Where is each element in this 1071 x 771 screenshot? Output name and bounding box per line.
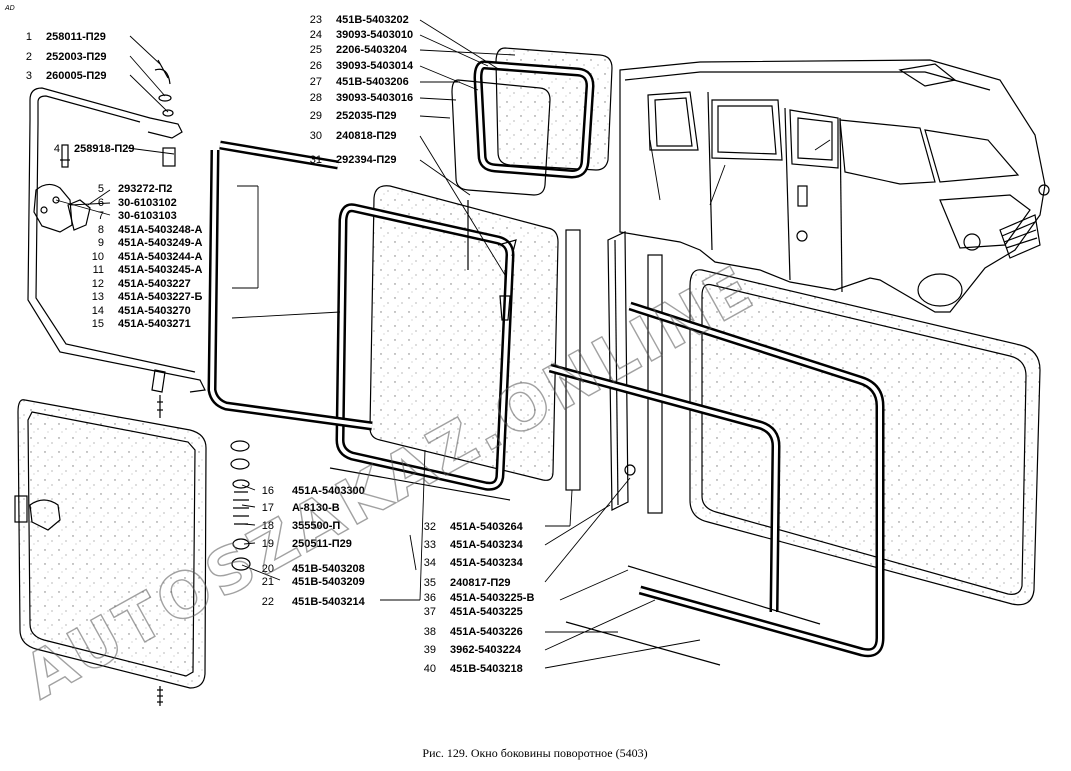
callout-number: 22 [262,596,274,608]
callout-part-code: 451А-5403264 [450,521,524,533]
callout-part-code: 258918-П29 [74,143,135,155]
figure-caption: Рис. 129. Окно боковины поворотное (5403… [422,746,647,760]
callout-number: 14 [92,305,104,317]
callout-number: 12 [92,278,104,290]
callout-number: 38 [424,626,436,638]
callout-part-code: 451А-5403226 [450,626,523,638]
callout-number: 33 [424,539,436,551]
callout-part-code: 252003-П29 [46,51,107,63]
hinge-assembly [27,59,206,393]
callout-number: 7 [98,210,104,222]
right-window-glass [548,269,1041,666]
callout-number: 20 [262,563,274,575]
callout-part-code: А-8130-В [292,502,340,514]
callout-part-code: 451В-5403214 [292,596,366,608]
callout-part-code: 451А-5403234 [450,539,524,551]
callout-number: 18 [262,520,274,532]
callout-part-code: 451А-5403244-А [118,251,202,263]
callout-number: 31 [310,154,322,166]
callout-number: 30 [310,130,322,142]
callout-number: 37 [424,606,436,618]
callout-number: 1 [26,31,32,43]
callouts-bottom: 32 451А-5403264 33 451А-5403234 34 451А-54032… [424,521,535,675]
leader-lines [55,19,701,669]
callout-part-code: 451А-5403245-А [118,264,202,276]
van-illustration [619,59,1050,313]
callout-part-code: 451А-5403271 [118,318,191,330]
callout-part-code: 39093-5403010 [336,29,413,41]
lower-left-window [14,395,251,706]
callout-number: 32 [424,521,436,533]
callout-number: 2 [26,51,32,63]
callout-number: 34 [424,557,436,569]
callout-number: 39 [424,644,436,656]
callout-part-code: 355500-П [292,520,340,532]
callout-number: 3 [26,70,32,82]
callout-number: 13 [92,291,104,303]
callout-number: 9 [98,237,104,249]
callouts-top: 23 451В-5403202 24 39093-5403010 25 2206-5403… [310,14,414,166]
callout-number: 17 [262,502,274,514]
callout-number: 35 [424,577,436,589]
callout-number: 4 [54,143,60,155]
callout-part-code: 451В-5403208 [292,563,365,575]
callout-number: 15 [92,318,104,330]
callout-part-code: 451А-5403227-Б [118,291,202,303]
callout-part-code: 451А-5403234 [450,557,524,569]
callout-part-code: 451В-5403218 [450,663,523,675]
callout-part-code: 39093-5403014 [336,60,414,72]
callout-part-code: 39093-5403016 [336,92,413,104]
callout-number: 25 [310,44,322,56]
callout-part-code: 240818-П29 [336,130,397,142]
callout-part-code: 258011-П29 [46,31,106,43]
callout-part-code: 252035-П29 [336,110,397,122]
callout-number: 5 [98,183,104,195]
callout-part-code: 240817-П29 [450,577,511,589]
callout-part-code: 451В-5403209 [292,576,365,588]
callout-part-code: 3962-5403224 [450,644,522,656]
callout-part-code: 260005-П29 [46,70,107,82]
callout-part-code: 2206-5403204 [336,44,408,56]
callout-part-code: 293272-П2 [118,183,172,195]
callout-number: 28 [310,92,322,104]
upper-window-frames [451,47,613,196]
center-window-frames [207,140,663,514]
callout-part-code: 451В-5403202 [336,14,409,26]
callout-number: 6 [98,197,104,209]
callout-number: 23 [310,14,322,26]
callout-number: 11 [93,264,104,276]
callout-number: 26 [310,60,322,72]
callout-number: 27 [310,76,322,88]
callout-part-code: 30-6103102 [118,197,177,209]
callout-number: 24 [310,29,322,41]
callout-part-code: 451А-5403270 [118,305,191,317]
callout-number: 21 [262,576,274,588]
corner-mark: AD [4,5,15,12]
callout-number: 19 [262,538,274,550]
callout-number: 10 [92,251,104,263]
callout-part-code: 451А-5403227 [118,278,191,290]
callout-number: 40 [424,663,436,675]
callout-part-code: 451А-5403225 [450,606,523,618]
callout-part-code: 451А-5403225-В [450,592,534,604]
callout-part-code: 292394-П29 [336,154,397,166]
callout-number: 8 [98,224,104,236]
callout-part-code: 451А-5403249-А [118,237,202,249]
callout-number: 36 [424,592,436,604]
callout-number: 16 [262,485,274,497]
callouts-left: 1 258011-П29 2 252003-П29 3 260005-П29 4 258918… [26,31,203,330]
callout-part-code: 451А-5403248-А [118,224,202,236]
callouts-mid: 16 451А-5403300 17 А-8130-В 18 355500-П 19 2505… [262,485,366,608]
callout-part-code: 451А-5403300 [292,485,365,497]
callout-part-code: 250511-П29 [292,538,352,550]
callout-part-code: 451В-5403206 [336,76,409,88]
callout-number: 29 [310,110,322,122]
callout-part-code: 30-6103103 [118,210,177,222]
